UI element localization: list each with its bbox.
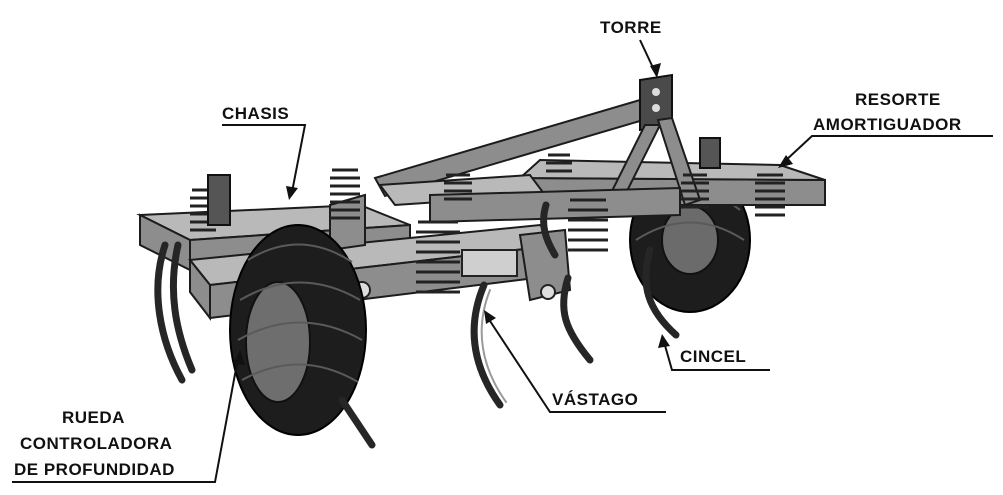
shanks <box>154 201 680 449</box>
callout-chasis: CHASIS <box>222 104 307 200</box>
label-de-profundidad: DE PROFUNDIDAD <box>14 460 175 479</box>
callout-rueda-controladora: RUEDA CONTROLADORA DE PROFUNDIDAD <box>12 350 245 483</box>
depth-control-wheel <box>229 224 367 436</box>
label-amortiguador: AMORTIGUADOR <box>813 115 962 134</box>
label-cincel: CINCEL <box>680 347 746 366</box>
callout-resorte-amortiguador: RESORTE AMORTIGUADOR <box>778 90 993 168</box>
label-rueda: RUEDA <box>62 408 125 427</box>
label-chasis: CHASIS <box>222 104 289 123</box>
label-controladora: CONTROLADORA <box>20 434 172 453</box>
callout-vastago: VÁSTAGO <box>484 310 666 413</box>
machine-illustration <box>136 73 826 449</box>
callout-torre: TORRE <box>600 18 662 78</box>
label-vastago: VÁSTAGO <box>552 390 638 409</box>
springs <box>190 137 785 294</box>
label-torre: TORRE <box>600 18 662 37</box>
label-resorte: RESORTE <box>855 90 941 109</box>
callout-cincel: CINCEL <box>658 334 770 371</box>
